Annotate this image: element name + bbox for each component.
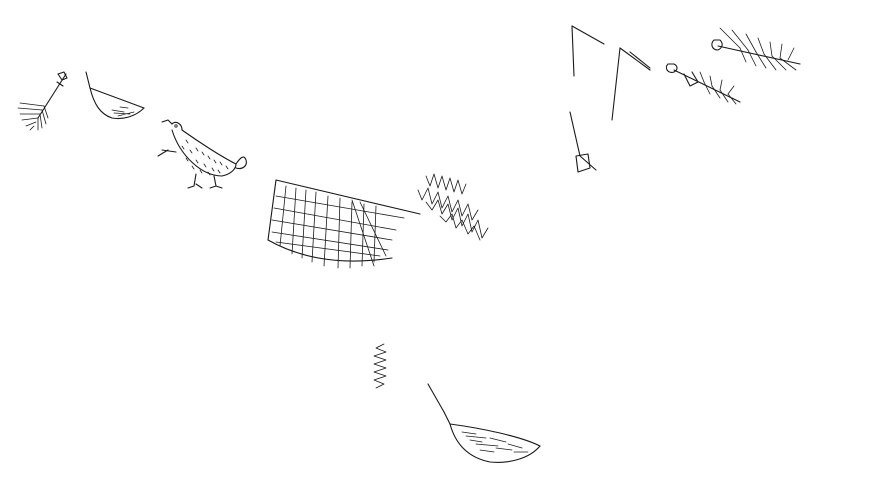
small-zigzag-icon [373, 343, 387, 389]
feather-icon [665, 27, 801, 105]
bowl-icon [85, 71, 145, 120]
arrow-icon [17, 71, 68, 131]
net-icon [267, 179, 421, 269]
zigzag-icon [417, 173, 489, 241]
basket-icon [427, 383, 541, 463]
tent-icon [569, 25, 651, 173]
bird-icon [157, 119, 247, 189]
